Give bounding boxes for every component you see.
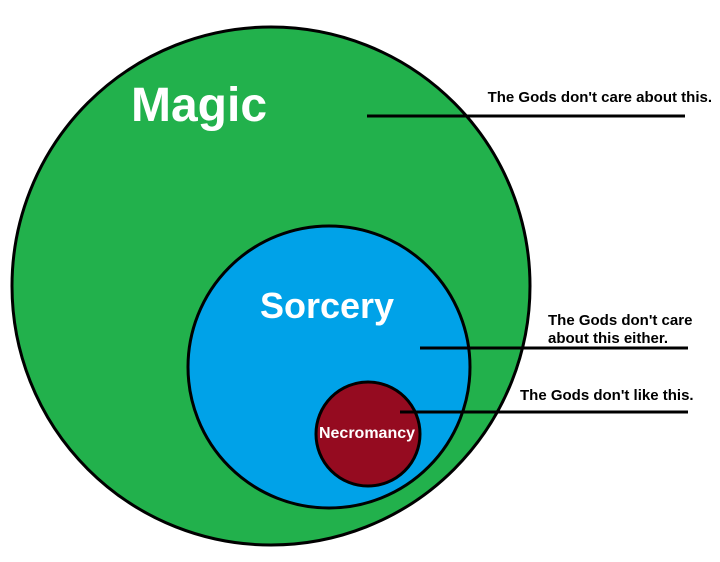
sorcery-annotation-text-line2: about this either. (548, 330, 668, 347)
necromancy-set-label: Necromancy (319, 425, 415, 442)
magic-set-label: Magic (131, 79, 267, 132)
magic-annotation-text: The Gods don't care about this. (488, 89, 712, 106)
sorcery-set-label: Sorcery (260, 285, 394, 326)
necromancy-annotation-text: The Gods don't like this. (520, 387, 694, 404)
sorcery-annotation-text-line1: The Gods don't care (548, 312, 692, 329)
necromancy-set-circle (314, 380, 422, 488)
